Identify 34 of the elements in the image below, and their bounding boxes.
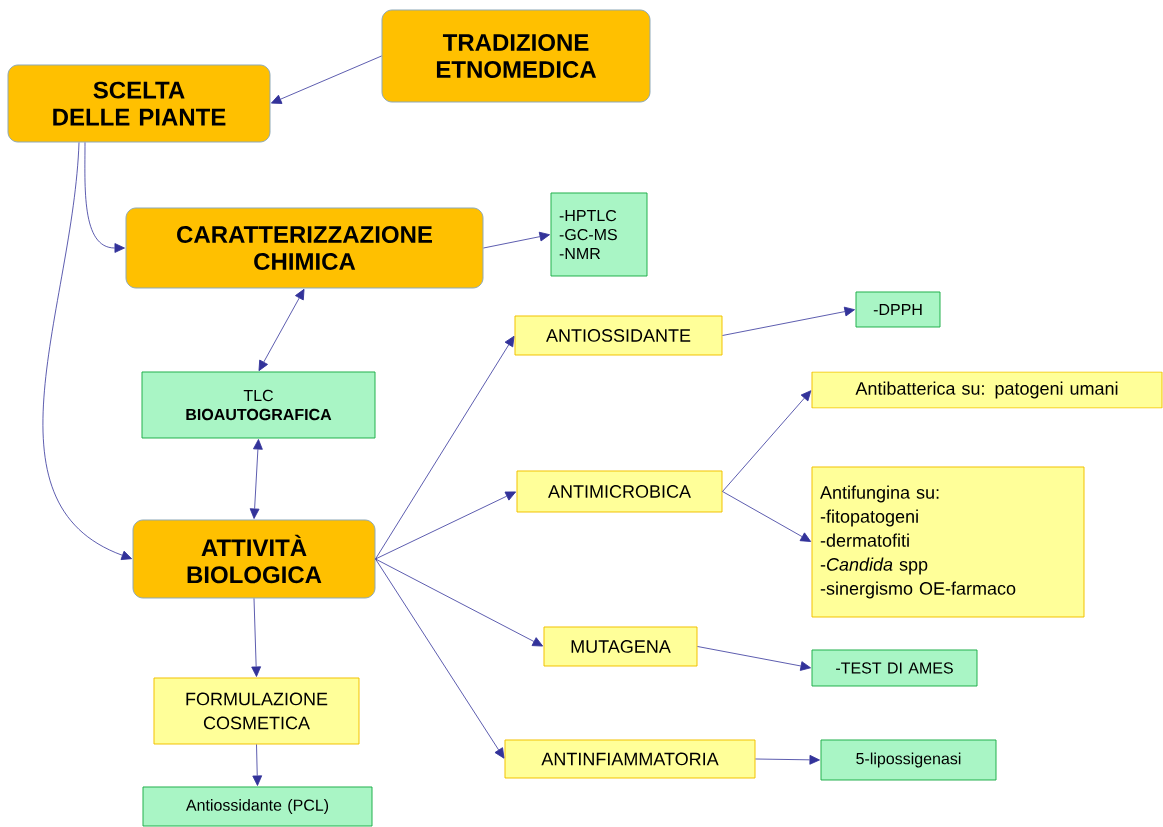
method-box: -HPTLC -GC-MS -NMR: [550, 192, 648, 277]
arrow: [375, 335, 515, 560]
arrow: [249, 439, 263, 519]
arrow: [722, 306, 855, 336]
arrow: [755, 754, 820, 765]
arrow: [375, 491, 517, 560]
category-box: Antibatterica su: patogeni umani: [811, 371, 1163, 409]
arrow: [252, 744, 263, 786]
arrow: [271, 55, 382, 104]
arrow: [375, 558, 544, 647]
category-box: FORMULAZIONE COSMETICA: [153, 677, 360, 745]
method-box: 5-lipossigenasi: [820, 739, 997, 781]
category-box: ANTIMICROBICA: [516, 470, 723, 513]
category-box: ANTINFIAMMATORIA: [504, 739, 756, 779]
method-box: -TEST DI AMES: [811, 649, 978, 687]
process-box: TRADIZIONE ETNOMEDICA: [381, 9, 651, 103]
category-box: Antifungina su: -fitopatogeni -dermatofiti -Candida spp -sinergismo OE-farmaco: [811, 466, 1085, 618]
arrow: [697, 646, 811, 671]
process-box: ATTIVITÀ BIOLOGICA: [132, 519, 376, 599]
arrow: [251, 598, 262, 677]
category-box: MUTAGENA: [543, 626, 698, 667]
method-box: TLC BIOAUTOGRAFICA: [141, 371, 376, 439]
arrow: [722, 491, 812, 542]
process-box: SCELTA DELLE PIANTE: [7, 64, 271, 143]
arrow: [258, 288, 305, 372]
arrow: [483, 231, 550, 249]
method-box: -DPPH: [855, 291, 941, 328]
arrow: [722, 390, 812, 492]
method-box: Antiossidante (PCL): [142, 786, 373, 827]
arrow: [375, 558, 505, 759]
category-box: ANTIOSSIDANTE: [514, 315, 723, 356]
arrow: [42, 142, 132, 560]
arrow: [84, 142, 125, 253]
process-box: CARATTERIZZAZIONE CHIMICA: [125, 207, 484, 289]
